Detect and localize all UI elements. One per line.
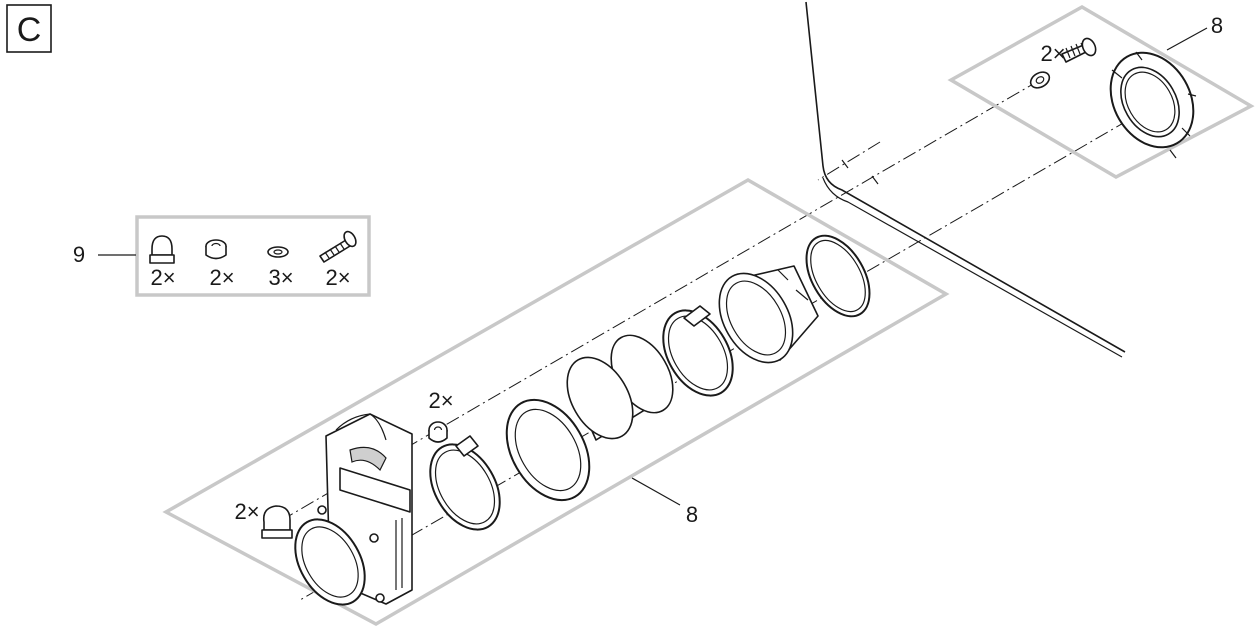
qty-valve-cap-nut: 2×	[234, 499, 259, 524]
callout-9: 9	[73, 242, 85, 267]
qty-washer: 3×	[268, 265, 293, 290]
upper-kit-frame	[947, 4, 1255, 180]
slide-valve	[294, 413, 413, 606]
hex-nut-icon	[205, 239, 227, 260]
fastener-kit: 9 2× 2× 3× 2×	[73, 215, 371, 297]
valve-cap-nut	[261, 505, 293, 539]
qty-cap-nut: 2×	[150, 265, 175, 290]
upper-bolt	[1061, 37, 1097, 63]
hose-clamp-upper	[662, 305, 734, 397]
main-kit-frame	[162, 177, 950, 626]
qty-bolt: 2×	[325, 265, 350, 290]
qty-valve-nut: 2×	[428, 388, 453, 413]
section-letter: C	[17, 11, 42, 49]
callout-leader-upper	[1166, 27, 1208, 51]
cap-nut-icon	[149, 235, 175, 264]
tank-adapter	[718, 265, 819, 364]
tank-wall	[805, 1, 1126, 358]
qty-hex-nut: 2×	[209, 265, 234, 290]
valve-hex-nut	[428, 421, 448, 443]
o-ring	[805, 234, 871, 318]
flange-ring	[1109, 51, 1197, 159]
washer-icon	[267, 246, 289, 258]
section-marker: C	[6, 4, 52, 53]
qty-upper-bolt: 2×	[1040, 41, 1065, 66]
callout-8-upper: 8	[1211, 13, 1223, 38]
flexible-hose	[505, 334, 674, 502]
callout-8-main: 8	[686, 502, 698, 527]
callout-leader-main	[631, 477, 681, 506]
bolt-icon	[319, 230, 357, 263]
upper-washer	[1029, 71, 1051, 89]
center-lines	[267, 79, 1171, 601]
hose-clamp-lower	[429, 435, 501, 531]
